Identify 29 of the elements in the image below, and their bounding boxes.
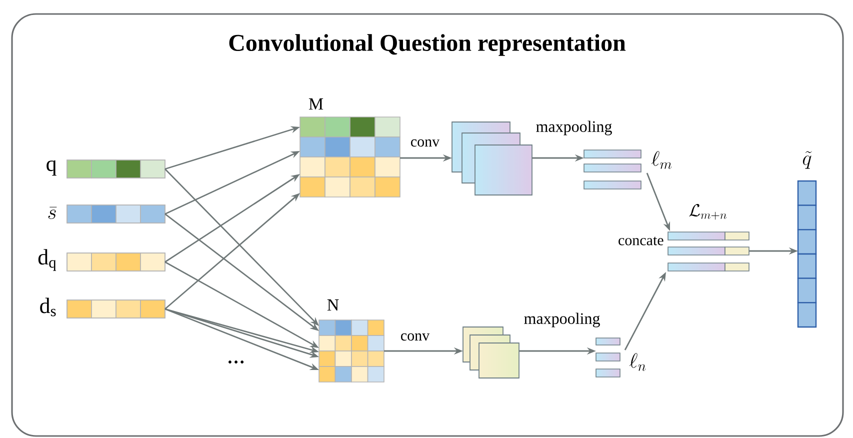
ellipsis: … [228, 360, 244, 364]
node-label: d$_{q}$ [38, 249, 56, 271]
feature-map-stack [462, 326, 520, 378]
node-label: concate [618, 236, 664, 246]
matrix-grid [300, 116, 400, 198]
node-label: N [327, 299, 339, 311]
edge-label: conv [409, 138, 441, 148]
vector-bar [66, 160, 166, 178]
matrix-grid [318, 320, 384, 382]
pooled-vectors [596, 338, 620, 378]
vector-bar [66, 252, 166, 272]
node-label: d$_{s}$ [40, 298, 56, 316]
node-label: $\mathcal{L}_{m+n}$ [689, 204, 726, 220]
node-label: q [46, 160, 56, 176]
vector-bar [66, 300, 166, 318]
node-label: $\tilde{q}$ [802, 151, 812, 169]
edge-label: maxpooling [534, 120, 614, 136]
edge-label: conv [399, 332, 431, 342]
output-vector [797, 180, 817, 328]
feature-map-stack [452, 122, 532, 196]
node-label: $\ell_n$ [629, 353, 646, 371]
title: Convolutional Question representation [229, 34, 626, 56]
vector-bar [66, 204, 166, 224]
node-label: $\bar{s}$ [48, 206, 57, 219]
pooled-vectors [584, 150, 642, 190]
pooled-vectors [668, 232, 750, 272]
node-label: M [308, 98, 324, 110]
node-label: $\ell_m$ [651, 151, 672, 169]
edge-label: maxpooling [522, 312, 602, 328]
